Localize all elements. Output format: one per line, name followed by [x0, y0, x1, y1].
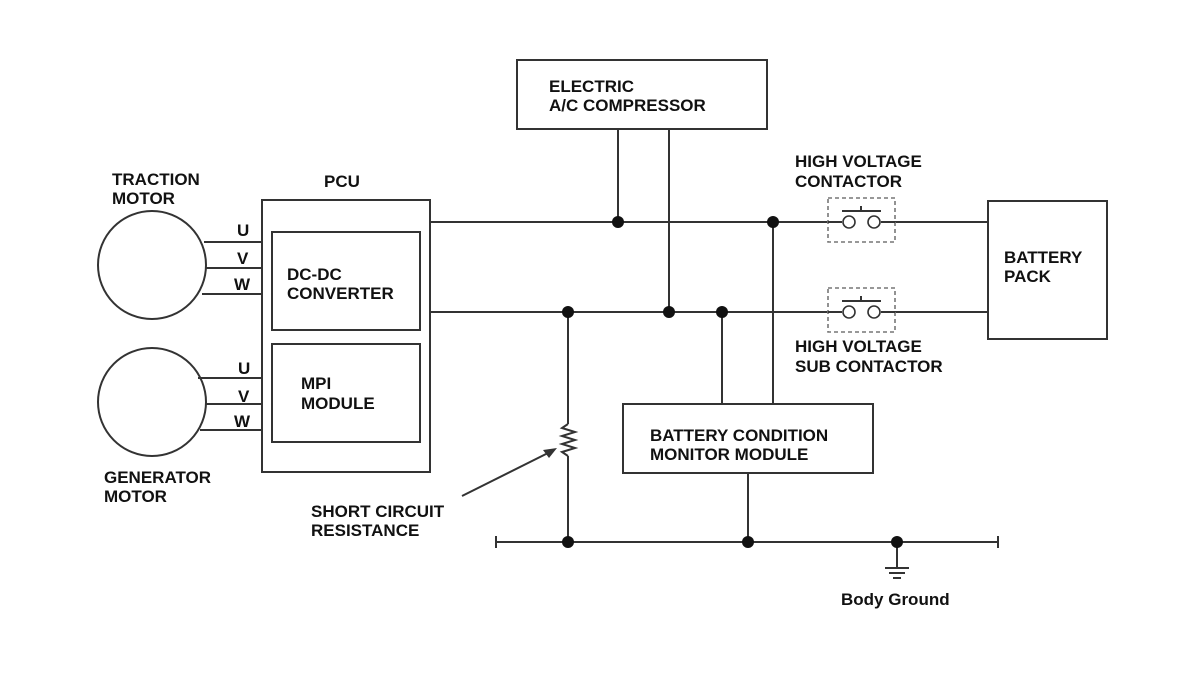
mpi-module-box: [271, 343, 421, 443]
battery-pack-label-line2: PACK: [1004, 267, 1052, 286]
generator-phase-u: U: [238, 359, 250, 378]
dc-dc-converter-label-line2: CONVERTER: [287, 284, 394, 303]
junction-dot: [612, 216, 624, 228]
generator-phase-v: V: [238, 387, 250, 406]
battery-pack-box: [987, 200, 1108, 340]
high-voltage-sub-contactor-label-line2: SUB CONTACTOR: [795, 357, 943, 376]
generator-phase-w: W: [234, 412, 251, 431]
traction-motor: [97, 210, 207, 320]
high-voltage-sub-contactor-label-line1: HIGH VOLTAGE: [795, 337, 922, 356]
resistance-pointer-arrow: [461, 451, 551, 497]
high-voltage-contactor-label-line2: CONTACTOR: [795, 172, 902, 191]
generator-motor-label-line1: GENERATOR: [104, 468, 211, 487]
junction-dot: [891, 536, 903, 548]
battery-condition-monitor-box: [622, 403, 874, 474]
ac-compressor-label-line1: ELECTRIC: [549, 77, 634, 96]
dc-dc-converter-label-line1: DC-DC: [287, 265, 342, 284]
high-voltage-sub-contactor: [827, 287, 896, 333]
junction-dot: [742, 536, 754, 548]
traction-motor-label-line1: TRACTION: [112, 170, 200, 189]
junction-dot: [663, 306, 675, 318]
body-ground-label: Body Ground: [841, 590, 950, 609]
generator-motor: [97, 347, 207, 457]
pcu-label: PCU: [324, 172, 360, 191]
junction-dots: [562, 216, 903, 548]
junction-dot: [767, 216, 779, 228]
junction-dot: [562, 536, 574, 548]
ac-compressor-label-line2: A/C COMPRESSOR: [549, 96, 706, 115]
junction-dot: [562, 306, 574, 318]
battery-condition-monitor-label-line2: MONITOR MODULE: [650, 445, 808, 464]
traction-phase-v: V: [237, 249, 249, 268]
junction-dot: [716, 306, 728, 318]
resistance-arrow-head: [543, 448, 557, 458]
short-circuit-resistance-label-line2: RESISTANCE: [311, 521, 419, 540]
traction-phase-wires: [202, 241, 262, 295]
generator-motor-label-line2: MOTOR: [104, 487, 167, 506]
battery-condition-monitor-label-line1: BATTERY CONDITION: [650, 426, 828, 445]
battery-pack-label-line1: BATTERY: [1004, 248, 1083, 267]
short-circuit-resistance-label-line1: SHORT CIRCUIT: [311, 502, 445, 521]
traction-phase-u: U: [237, 221, 249, 240]
high-voltage-contactor-label-line1: HIGH VOLTAGE: [795, 152, 922, 171]
short-circuit-resistor: [558, 423, 579, 457]
traction-phase-w: W: [234, 275, 251, 294]
ac-compressor-box: [516, 59, 768, 130]
generator-phase-wires: [198, 377, 262, 431]
dc-dc-converter-box: [271, 231, 421, 331]
traction-motor-label-line2: MOTOR: [112, 189, 175, 208]
mpi-module-label-line2: MODULE: [301, 394, 375, 413]
high-voltage-contactor: [827, 197, 896, 243]
mpi-module-label-line1: MPI: [301, 374, 331, 393]
